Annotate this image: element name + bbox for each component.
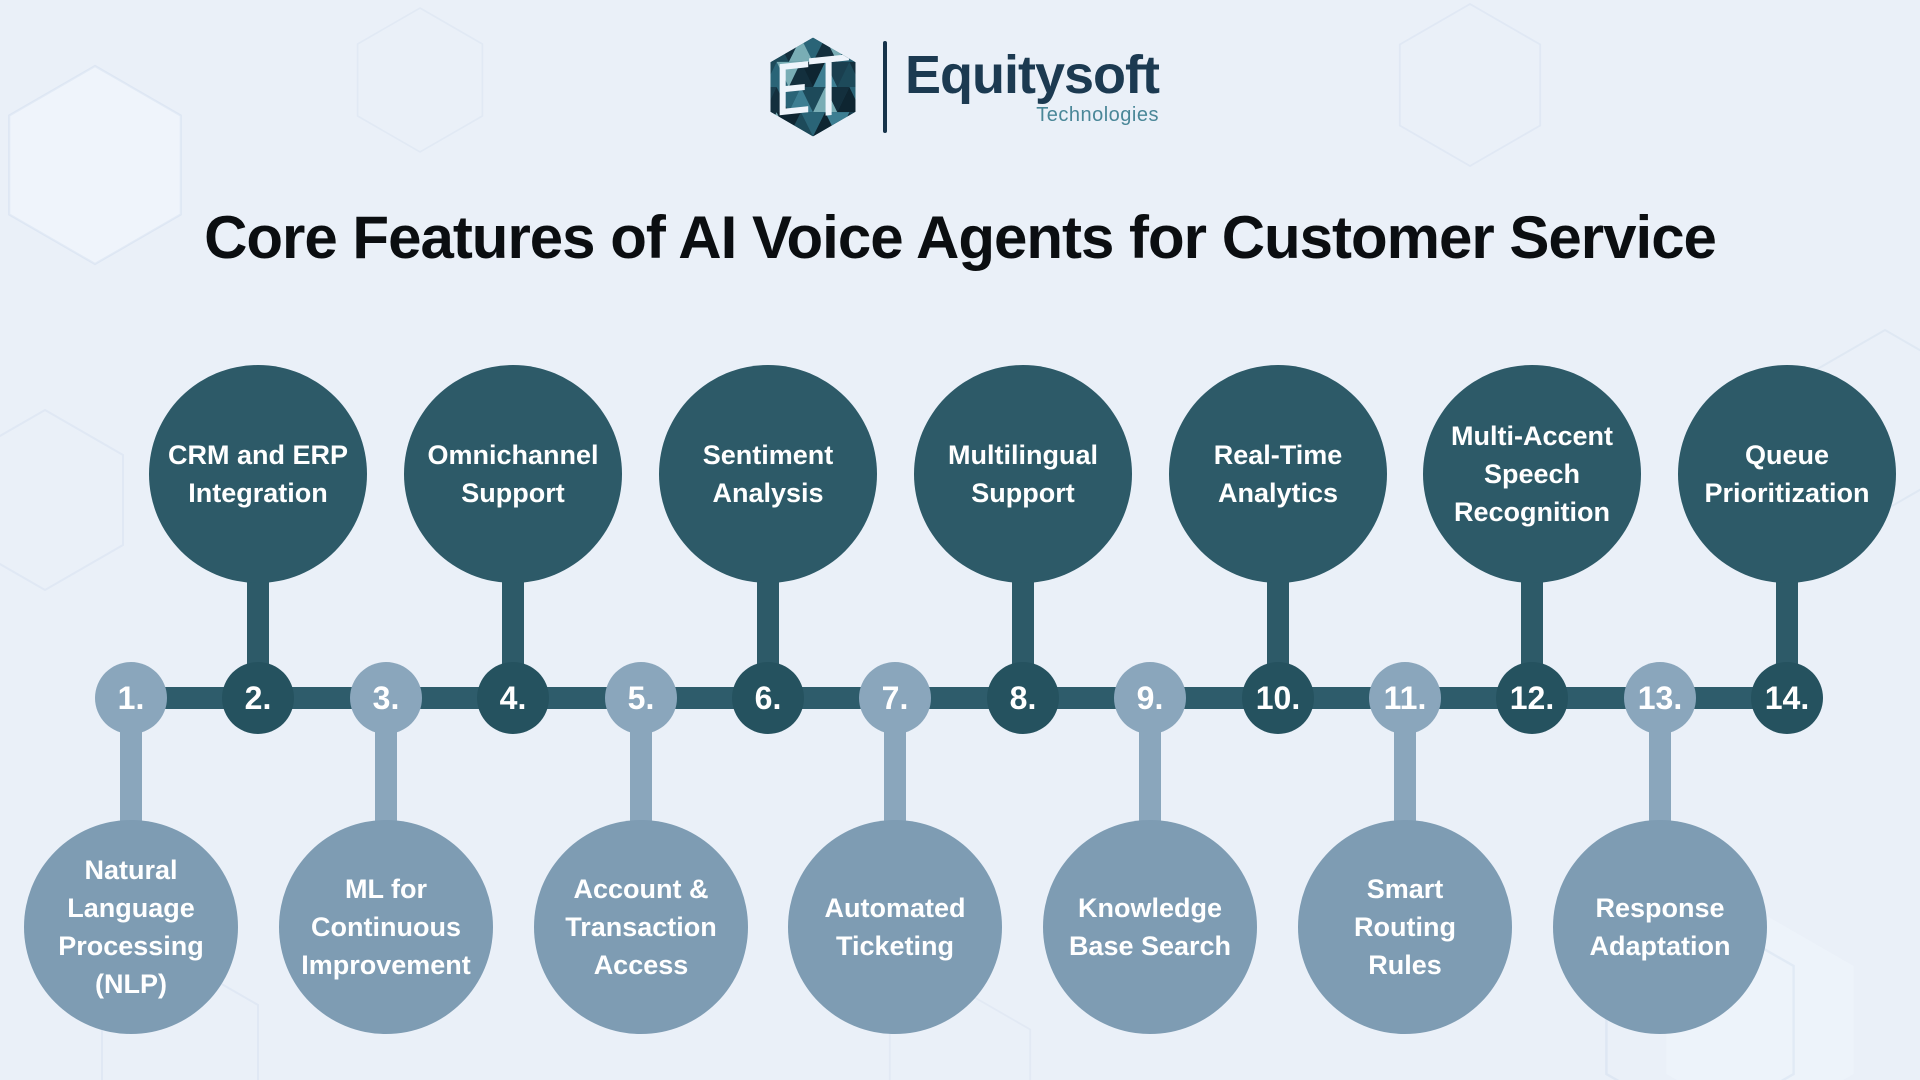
connector-stem <box>1139 698 1161 927</box>
connector-stem <box>1394 698 1416 927</box>
connector-stem <box>375 698 397 927</box>
feature-label: Account & Transaction Access <box>565 874 717 980</box>
brand-divider <box>883 41 887 133</box>
feature-circle: Omnichannel Support <box>404 365 622 583</box>
feature-label: Sentiment Analysis <box>702 440 834 508</box>
feature-circle: CRM and ERP Integration <box>149 365 367 583</box>
timeline-axis <box>131 687 1787 709</box>
feature-circle: Smart Routing Rules <box>1298 820 1512 1034</box>
feature-label: Knowledge Base Search <box>1068 893 1232 961</box>
connector-stem <box>502 474 524 698</box>
feature-circle: Queue Prioritization <box>1678 365 1896 583</box>
feature-circle: Natural Language Processing (NLP) <box>24 820 238 1034</box>
hexagon-mosaic-logo-icon <box>770 37 856 137</box>
connector-stem <box>1776 474 1798 698</box>
feature-label: Response Adaptation <box>1589 893 1731 961</box>
feature-label: ML for Continuous Improvement <box>301 874 471 980</box>
brand-name: Equitysoft <box>905 45 1160 106</box>
feature-circle: Multilingual Support <box>914 365 1132 583</box>
feature-label: Multi-Accent Speech Recognition <box>1451 421 1613 527</box>
feature-label: CRM and ERP Integration <box>167 440 348 508</box>
connector-stem <box>630 698 652 927</box>
page-title: Core Features of AI Voice Agents for Cus… <box>204 204 1717 271</box>
feature-circle: Multi-Accent Speech Recognition <box>1423 365 1641 583</box>
feature-label: Automated Ticketing <box>824 893 966 961</box>
feature-circle: Response Adaptation <box>1553 820 1767 1034</box>
feature-label: Natural Language Processing (NLP) <box>58 855 204 999</box>
connector-stem <box>1012 474 1034 698</box>
brand-header: Equitysoft Technologies <box>0 30 1920 144</box>
connector-stem <box>1267 474 1289 698</box>
feature-circle: Knowledge Base Search <box>1043 820 1257 1034</box>
connector-stem <box>1649 698 1671 927</box>
connector-stem <box>757 474 779 698</box>
feature-circle: ML for Continuous Improvement <box>279 820 493 1034</box>
connector-stem <box>120 698 142 927</box>
feature-circle: Real-Time Analytics <box>1169 365 1387 583</box>
feature-circle: Sentiment Analysis <box>659 365 877 583</box>
feature-label: Smart Routing Rules <box>1354 874 1456 980</box>
connector-stem <box>884 698 906 927</box>
feature-circle: Automated Ticketing <box>788 820 1002 1034</box>
brand-text: Equitysoft Technologies <box>905 45 1160 127</box>
feature-label: Omnichannel Support <box>427 440 599 508</box>
connector-stem <box>247 474 269 698</box>
feature-label: Multilingual Support <box>948 440 1098 508</box>
feature-label: Real-Time Analytics <box>1213 440 1343 508</box>
feature-label: Queue Prioritization <box>1704 440 1870 508</box>
brand-tagline: Technologies <box>1036 103 1159 126</box>
connector-stem <box>1521 474 1543 698</box>
feature-circle: Account & Transaction Access <box>534 820 748 1034</box>
